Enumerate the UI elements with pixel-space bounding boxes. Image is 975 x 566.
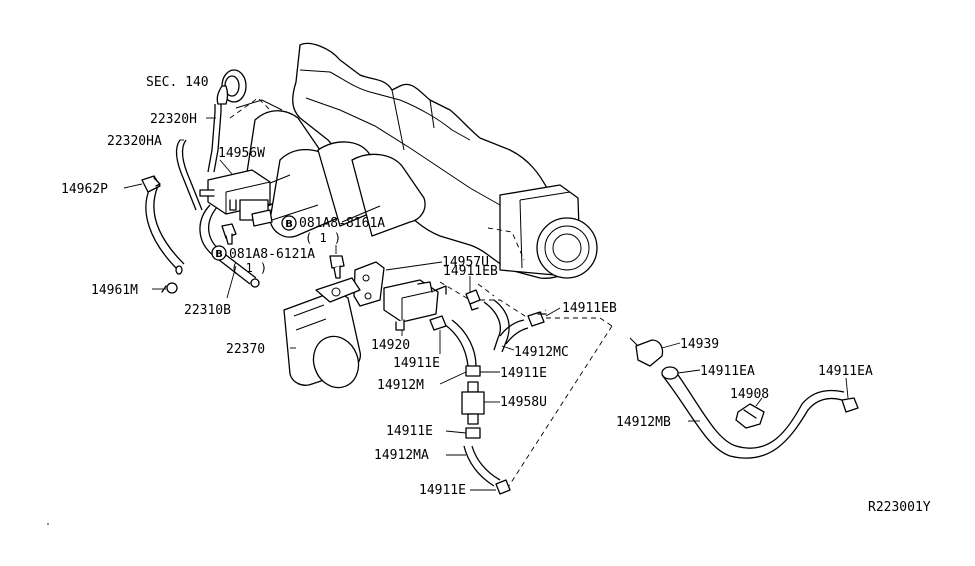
label-14939: 14939 xyxy=(680,337,719,352)
dashed-routes xyxy=(229,97,613,493)
label-22310b: 22310B xyxy=(184,303,231,318)
label-14911e-2: 14911E xyxy=(500,366,547,381)
bolt-symbol-2: B xyxy=(211,245,227,261)
label-14908: 14908 xyxy=(730,387,769,402)
label-14911e-3: 14911E xyxy=(386,424,433,439)
label-bolt-1-part: 081A8-8161A xyxy=(299,216,385,231)
label-14912m: 14912M xyxy=(377,378,424,393)
solenoid-14956w xyxy=(199,169,273,227)
part-labels: SEC. 140 22320H 22320HA 14956W 14962P 08… xyxy=(61,75,931,515)
diagram-id-label: R223001Y xyxy=(868,500,931,515)
clamps xyxy=(141,175,859,495)
label-14961m: 14961M xyxy=(91,283,138,298)
label-22370: 22370 xyxy=(226,342,265,357)
label-sec-140: SEC. 140 xyxy=(146,75,209,90)
canister-22370 xyxy=(283,277,362,389)
label-14912mc: 14912MC xyxy=(514,345,569,360)
label-14911e-4: 14911E xyxy=(419,483,466,498)
label-14911eb-1: 14911EB xyxy=(443,264,498,279)
label-14911e-1: 14911E xyxy=(393,356,440,371)
label-bolt-2-qty: ( 1 ) xyxy=(231,261,267,275)
bolts xyxy=(221,223,345,279)
sec-140-actuator xyxy=(216,69,247,105)
bracket-and-valve xyxy=(353,261,447,331)
intake-manifold xyxy=(235,42,598,279)
bolt-symbol-2-letter: B xyxy=(215,249,223,260)
label-22320h: 22320H xyxy=(150,112,197,127)
label-14911ea-2: 14911EA xyxy=(818,364,873,379)
label-14956w: 14956W xyxy=(218,146,265,161)
label-bolt-1-qty: ( 1 ) xyxy=(305,231,341,245)
leader-lines xyxy=(123,117,849,491)
label-14958u: 14958U xyxy=(500,395,547,410)
hoses xyxy=(145,104,845,487)
bolt-symbol-1: B xyxy=(281,215,297,231)
label-22320ha: 22320HA xyxy=(107,134,162,149)
bolt-symbol-1-letter: B xyxy=(285,219,293,230)
label-14911ea-1: 14911EA xyxy=(700,364,755,379)
label-14911eb-2: 14911EB xyxy=(562,301,617,316)
label-14957u: 14957U xyxy=(442,255,489,270)
label-14962p: 14962P xyxy=(61,182,108,197)
label-14912ma: 14912MA xyxy=(374,448,429,463)
label-14912mb: 14912MB xyxy=(616,415,671,430)
label-bolt-2-part: 081A8-6121A xyxy=(229,247,315,262)
label-14920: 14920 xyxy=(371,338,410,353)
stray-dot xyxy=(47,523,49,525)
